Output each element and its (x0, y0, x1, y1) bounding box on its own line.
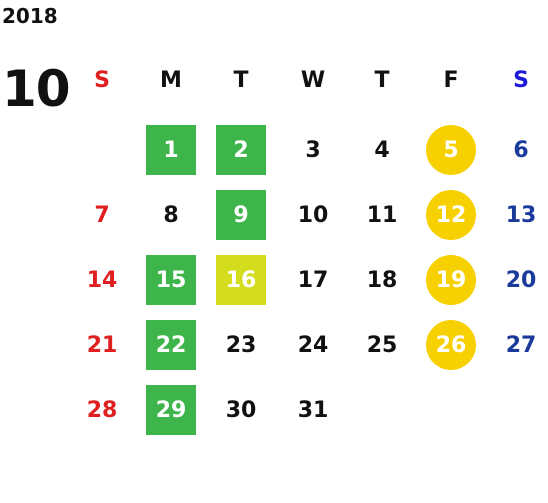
day-cell[interactable]: 29 (146, 385, 196, 435)
day-cell[interactable]: 8 (163, 202, 179, 228)
day-cell[interactable]: 1 (146, 125, 196, 175)
day-cell[interactable]: 19 (426, 255, 476, 305)
day-cell[interactable]: 11 (366, 202, 398, 228)
day-cell[interactable]: 24 (297, 332, 329, 358)
weekday-header: S (513, 67, 529, 93)
month-number: 10 (2, 60, 71, 118)
day-cell[interactable]: 23 (225, 332, 257, 358)
day-cell[interactable]: 30 (225, 397, 257, 423)
day-cell[interactable]: 10 (297, 202, 329, 228)
day-cell[interactable]: 14 (86, 267, 118, 293)
day-cell[interactable]: 21 (86, 332, 118, 358)
day-cell[interactable]: 15 (146, 255, 196, 305)
weekday-header: S (94, 67, 110, 93)
day-cell[interactable]: 7 (94, 202, 110, 228)
day-cell[interactable]: 25 (366, 332, 398, 358)
day-cell[interactable]: 31 (297, 397, 329, 423)
day-cell[interactable]: 17 (297, 267, 329, 293)
day-cell[interactable]: 9 (216, 190, 266, 240)
day-cell[interactable]: 16 (216, 255, 266, 305)
day-cell[interactable]: 27 (505, 332, 537, 358)
day-cell[interactable]: 13 (505, 202, 537, 228)
day-cell[interactable]: 2 (216, 125, 266, 175)
day-cell[interactable]: 22 (146, 320, 196, 370)
weekday-header: T (374, 67, 390, 93)
day-cell[interactable]: 4 (374, 137, 390, 163)
year-label: 2018 (2, 4, 58, 28)
weekday-header: T (233, 67, 249, 93)
weekday-header: M (160, 67, 182, 93)
day-cell[interactable]: 26 (426, 320, 476, 370)
weekday-header: F (443, 67, 459, 93)
day-cell[interactable]: 5 (426, 125, 476, 175)
day-cell[interactable]: 12 (426, 190, 476, 240)
day-cell[interactable]: 28 (86, 397, 118, 423)
day-cell[interactable]: 18 (366, 267, 398, 293)
weekday-header: W (300, 67, 326, 93)
day-cell[interactable]: 3 (305, 137, 321, 163)
day-cell[interactable]: 6 (513, 137, 529, 163)
day-cell[interactable]: 20 (505, 267, 537, 293)
